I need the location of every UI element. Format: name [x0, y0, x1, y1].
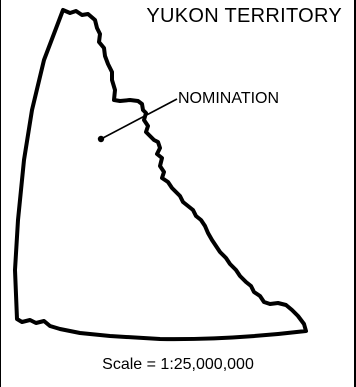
- territory-outline: [13, 8, 308, 342]
- scale-label: Scale = 1:25,000,000: [102, 356, 254, 373]
- map-title: YUKON TERRITORY: [146, 5, 342, 27]
- callout-leader-line: [100, 98, 178, 140]
- nomination-label: NOMINATION: [178, 90, 280, 107]
